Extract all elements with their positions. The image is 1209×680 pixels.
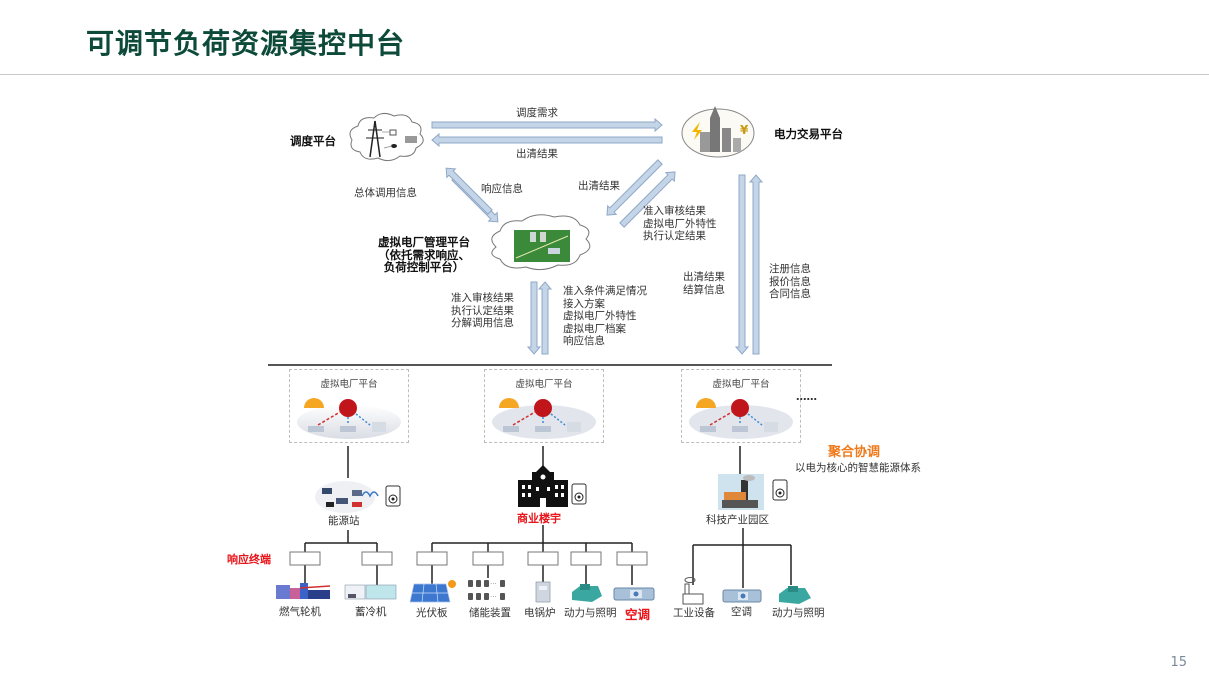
controller-box bbox=[527, 551, 559, 566]
air-conditioner-icon bbox=[722, 589, 762, 603]
arrow-response-info bbox=[445, 167, 493, 215]
vpp-platform-box-3: 虚拟电厂平台 bbox=[681, 369, 801, 443]
device-label: 动力与照明 bbox=[564, 607, 617, 619]
device-label: 储能装置 bbox=[469, 607, 511, 619]
arrow-label-right-up: 注册信息 报价信息 合同信息 bbox=[769, 263, 811, 300]
industrial-equipment-icon bbox=[682, 577, 704, 605]
vpp-network-icon bbox=[689, 398, 793, 439]
page-title: 可调节负荷资源集控中台 bbox=[86, 27, 406, 60]
arrow-label-overall-call-info: 总体调用信息 bbox=[354, 187, 417, 199]
site-label-energy-station: 能源站 bbox=[328, 515, 360, 527]
gas-turbine-icon bbox=[276, 583, 331, 599]
controller-box bbox=[361, 551, 393, 566]
arrow-right-down bbox=[734, 174, 750, 355]
arrow-clearing-result-diag bbox=[606, 159, 663, 216]
power-lighting-icon bbox=[572, 584, 602, 602]
site-connectors bbox=[347, 446, 741, 478]
vpp-network-icon bbox=[297, 398, 401, 439]
arrow-label-clearing-result-diag: 出清结果 bbox=[578, 180, 620, 192]
device-label-highlight: 空调 bbox=[625, 607, 651, 622]
controller-box bbox=[472, 551, 504, 566]
vpp-platform-box-2: 虚拟电厂平台 bbox=[484, 369, 604, 443]
dispatch-grid-icon bbox=[349, 112, 424, 162]
title-divider bbox=[0, 74, 1209, 75]
site-label-tech-park: 科技产业园区 bbox=[706, 514, 769, 526]
device-label: 动力与照明 bbox=[772, 607, 825, 619]
energy-station-tree bbox=[304, 530, 378, 585]
arrow-label-audit-group: 准入审核结果 虚拟电厂外特性 执行认定结果 bbox=[643, 205, 717, 242]
meter-icon bbox=[385, 485, 401, 507]
commercial-building-tree bbox=[431, 525, 633, 585]
power-lighting-icon bbox=[779, 586, 811, 604]
arrow-audit-results-up bbox=[619, 171, 676, 228]
commercial-building-icon bbox=[518, 465, 568, 507]
device-label: 空调 bbox=[731, 606, 752, 618]
arrow-center-down bbox=[526, 281, 542, 355]
vpp-management-line: 负荷控制平台） bbox=[383, 260, 465, 274]
energy-station-icon bbox=[315, 481, 379, 513]
arrow-center-up bbox=[537, 281, 553, 355]
meter-icon bbox=[571, 483, 587, 505]
device-label: 电锅炉 bbox=[524, 607, 556, 619]
vpp-platform-label: 虚拟电厂平台 bbox=[320, 379, 378, 390]
vpp-platform-label: 虚拟电厂平台 bbox=[515, 379, 573, 390]
vpp-network-icon bbox=[492, 398, 596, 439]
device-label: 工业设备 bbox=[673, 607, 715, 619]
arrow-label-clearing-result: 出清结果 bbox=[516, 148, 558, 160]
svg-text:¥: ¥ bbox=[740, 123, 749, 137]
dispatch-platform-label: 调度平台 bbox=[290, 134, 336, 148]
arrow-label-right-down: 出清结果 结算信息 bbox=[683, 271, 725, 296]
controller-boxes bbox=[289, 551, 648, 566]
arrow-label-center-up: 准入条件满足情况 接入方案 虚拟电厂外特性 虚拟电厂档案 响应信息 bbox=[563, 285, 647, 347]
vpp-management-line: 虚拟电厂管理平台 bbox=[378, 235, 470, 249]
response-terminal-label: 响应终端 bbox=[227, 553, 271, 566]
tech-park-factory-icon bbox=[718, 474, 764, 510]
solar-panel-icon bbox=[409, 580, 456, 603]
vpp-platform-label: 虚拟电厂平台 bbox=[712, 379, 770, 390]
arrow-clearing-result-top bbox=[431, 132, 663, 148]
trading-city-icon: ¥ bbox=[681, 106, 755, 158]
vpp-platform-box-1: 虚拟电厂平台 bbox=[289, 369, 409, 443]
air-conditioner-icon bbox=[613, 587, 655, 601]
device-label: 燃气轮机 bbox=[279, 606, 321, 618]
more-ellipsis: …… bbox=[796, 391, 817, 403]
arrow-label-dispatch-demand: 调度需求 bbox=[516, 107, 558, 119]
device-label: 蓄冷机 bbox=[355, 606, 387, 618]
controller-box bbox=[616, 551, 648, 566]
svg-text:···: ··· bbox=[490, 580, 497, 588]
electric-boiler-icon bbox=[535, 581, 551, 603]
energy-storage-icon: ··· ··· bbox=[468, 580, 505, 601]
tech-park-tree bbox=[692, 528, 792, 588]
site-label-commercial-building: 商业楼宇 bbox=[517, 512, 561, 525]
arrow-right-up bbox=[748, 174, 764, 355]
aggregation-subtitle: 以电为核心的智慧能源体系 bbox=[795, 462, 921, 474]
aggregation-title: 聚合协调 bbox=[828, 445, 881, 460]
vpp-management-line: （依托需求响应、 bbox=[378, 247, 470, 262]
vpp-management-label: 虚拟电厂管理平台 （依托需求响应、 负荷控制平台） bbox=[378, 236, 470, 274]
ice-storage-chiller-icon bbox=[344, 584, 397, 600]
controller-box bbox=[416, 551, 448, 566]
trading-platform-label: 电力交易平台 bbox=[774, 127, 843, 141]
arrow-dispatch-demand bbox=[431, 117, 663, 133]
meter-icon bbox=[772, 479, 788, 501]
vpp-management-cloud-icon bbox=[491, 214, 591, 271]
controller-box bbox=[570, 551, 602, 566]
svg-text:···: ··· bbox=[490, 593, 497, 601]
device-label: 光伏板 bbox=[416, 607, 448, 619]
arrow-label-response-info: 响应信息 bbox=[481, 183, 523, 195]
arrow-label-center-down: 准入审核结果 执行认定结果 分解调用信息 bbox=[451, 292, 514, 329]
page-number: 15 bbox=[1170, 655, 1187, 670]
controller-box bbox=[289, 551, 321, 566]
